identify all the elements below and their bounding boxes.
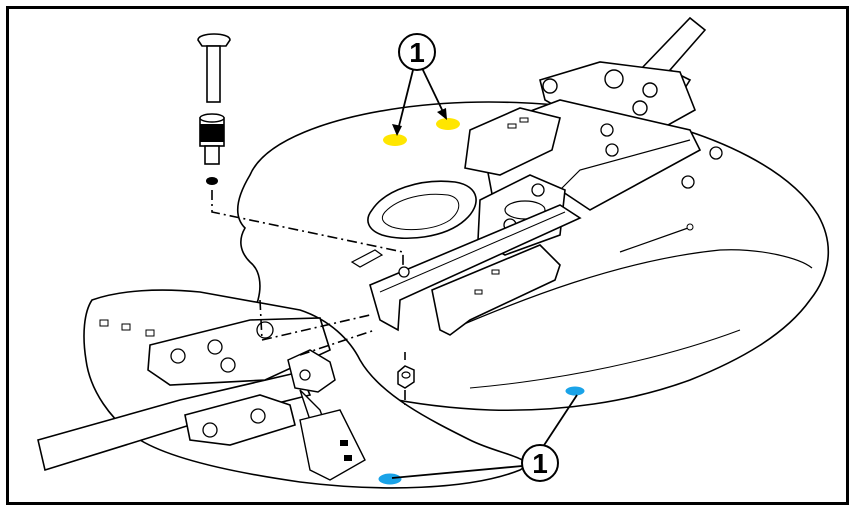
- wire-end: [686, 223, 694, 231]
- arrowhead: [437, 108, 447, 120]
- disc-hole: [709, 146, 723, 160]
- plate-hole: [170, 348, 186, 364]
- block-hole: [531, 183, 545, 197]
- channel-rail-edge: [379, 211, 566, 293]
- plate-hole: [220, 357, 236, 373]
- disc-hole: [681, 175, 695, 189]
- plate-hole: [604, 69, 624, 89]
- plate-hole: [250, 408, 266, 424]
- plate-hole: [256, 321, 274, 339]
- blue-marker: [564, 385, 586, 397]
- callout-label: 1: [532, 448, 548, 479]
- latch-slot: [340, 440, 348, 446]
- disc-clip: [350, 249, 384, 268]
- slot: [474, 289, 483, 295]
- latch-bracket: [299, 409, 366, 481]
- disc-slot: [121, 323, 131, 331]
- callout-bottom: 1: [521, 444, 559, 482]
- disc-slot: [99, 319, 109, 327]
- latch-pivot: [299, 369, 311, 381]
- disc-slot: [145, 329, 155, 337]
- bolt-hole: [398, 266, 410, 278]
- plate-hole: [202, 422, 218, 438]
- rail-hole: [600, 123, 614, 137]
- blue-marker: [377, 472, 403, 486]
- spacer-sleeve-icon: [199, 113, 225, 165]
- callout-label: 1: [409, 37, 425, 68]
- right-rail-fold: [559, 139, 691, 191]
- rail-hole: [605, 143, 619, 157]
- angled-bracket: [464, 107, 561, 176]
- slot: [491, 269, 500, 275]
- slot: [507, 123, 517, 129]
- hex-nut-icon: [397, 365, 415, 389]
- lower-channel: [431, 244, 561, 336]
- lanyard-wire: [619, 227, 689, 253]
- disc-rim-line: [469, 329, 741, 389]
- disc-oval-hole-inner: [381, 193, 460, 231]
- bolt-icon: [197, 33, 231, 103]
- yellow-marker: [436, 118, 460, 130]
- washer-icon: [206, 177, 218, 185]
- long-bar: [37, 371, 312, 472]
- latch-slot: [344, 455, 352, 461]
- channel-rail: [369, 204, 582, 332]
- assembly-lines: [211, 190, 406, 405]
- disc-inner-arc: [449, 249, 813, 331]
- callout-top: 1: [398, 33, 436, 71]
- plate-hole: [642, 82, 658, 98]
- yellow-marker: [383, 134, 407, 146]
- slot: [519, 117, 529, 123]
- plate-hole: [632, 100, 648, 116]
- latch-lever: [287, 349, 336, 393]
- plate-hole: [207, 339, 223, 355]
- arrowhead: [392, 124, 402, 136]
- plate-hole: [542, 78, 558, 94]
